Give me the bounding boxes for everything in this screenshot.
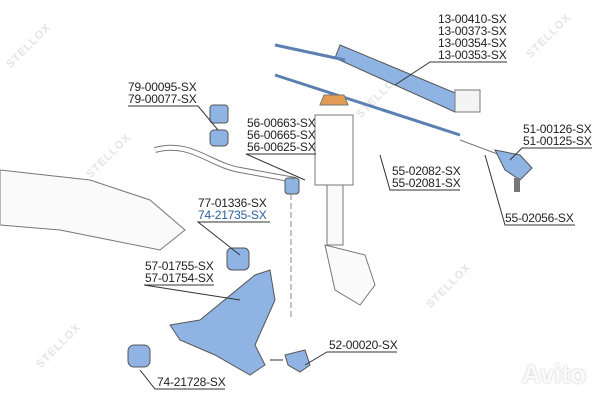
- part-number: 13-00373-SX: [438, 24, 507, 38]
- control-arm: [169, 269, 276, 376]
- part-number: 55-02082-SX: [392, 164, 461, 178]
- front-bushing: [127, 344, 151, 368]
- part-number-link[interactable]: 74-21735-SX: [198, 208, 267, 222]
- label-stabilizer-bushing: 79-00095-SX 79-00077-SX: [128, 81, 197, 105]
- tie-rod-end: [494, 149, 533, 181]
- part-number: 57-01754-SX: [145, 271, 214, 285]
- label-arm-bushing-rear: 77-01336-SX 74-21735-SX: [198, 197, 267, 221]
- stabilizer-bushing: [209, 104, 229, 124]
- part-number: 13-00354-SX: [438, 36, 507, 50]
- leader-lines: [128, 61, 592, 390]
- part-number: 77-01336-SX: [198, 196, 267, 210]
- part-number: 56-00665-SX: [247, 128, 316, 142]
- part-number: 79-00077-SX: [128, 92, 197, 106]
- tie-rod: [274, 73, 461, 137]
- label-stabilizer-link: 56-00663-SX 56-00665-SX 56-00625-SX: [247, 117, 316, 153]
- part-number: 56-00625-SX: [247, 140, 316, 154]
- part-number: 51-00126-SX: [523, 122, 592, 136]
- part-number: 13-00353-SX: [438, 48, 507, 62]
- label-arm-bushing-front: 74-21728-SX: [157, 376, 226, 388]
- rear-bushing: [226, 247, 250, 271]
- label-control-arm: 57-01755-SX 57-01754-SX: [145, 260, 214, 284]
- avito-logo: Avito: [521, 359, 586, 389]
- label-steering-rack: 13-00410-SX 13-00373-SX 13-00354-SX 13-0…: [438, 13, 507, 61]
- part-number: 51-00125-SX: [523, 134, 592, 148]
- subframe: [0, 169, 186, 251]
- part-number: 74-21728-SX: [157, 375, 226, 389]
- part-number: 13-00410-SX: [438, 12, 507, 26]
- part-number: 57-01755-SX: [145, 259, 214, 273]
- steering-knuckle: [324, 244, 376, 306]
- stabilizer-link: [284, 177, 300, 195]
- label-tie-rod: 55-02082-SX 55-02081-SX: [392, 165, 461, 189]
- strut-spring: [314, 114, 354, 186]
- ball-joint: [284, 349, 311, 373]
- label-ball-joint: 52-00020-SX: [329, 339, 398, 351]
- part-number: 55-02056-SX: [505, 211, 574, 225]
- part-number: 79-00095-SX: [128, 80, 197, 94]
- label-boot: 55-02056-SX: [505, 212, 574, 224]
- part-number: 56-00663-SX: [247, 116, 316, 130]
- part-number: 52-00020-SX: [329, 338, 398, 352]
- part-number: 55-02081-SX: [392, 176, 461, 190]
- label-tie-rod-end: 51-00126-SX 51-00125-SX: [523, 123, 592, 147]
